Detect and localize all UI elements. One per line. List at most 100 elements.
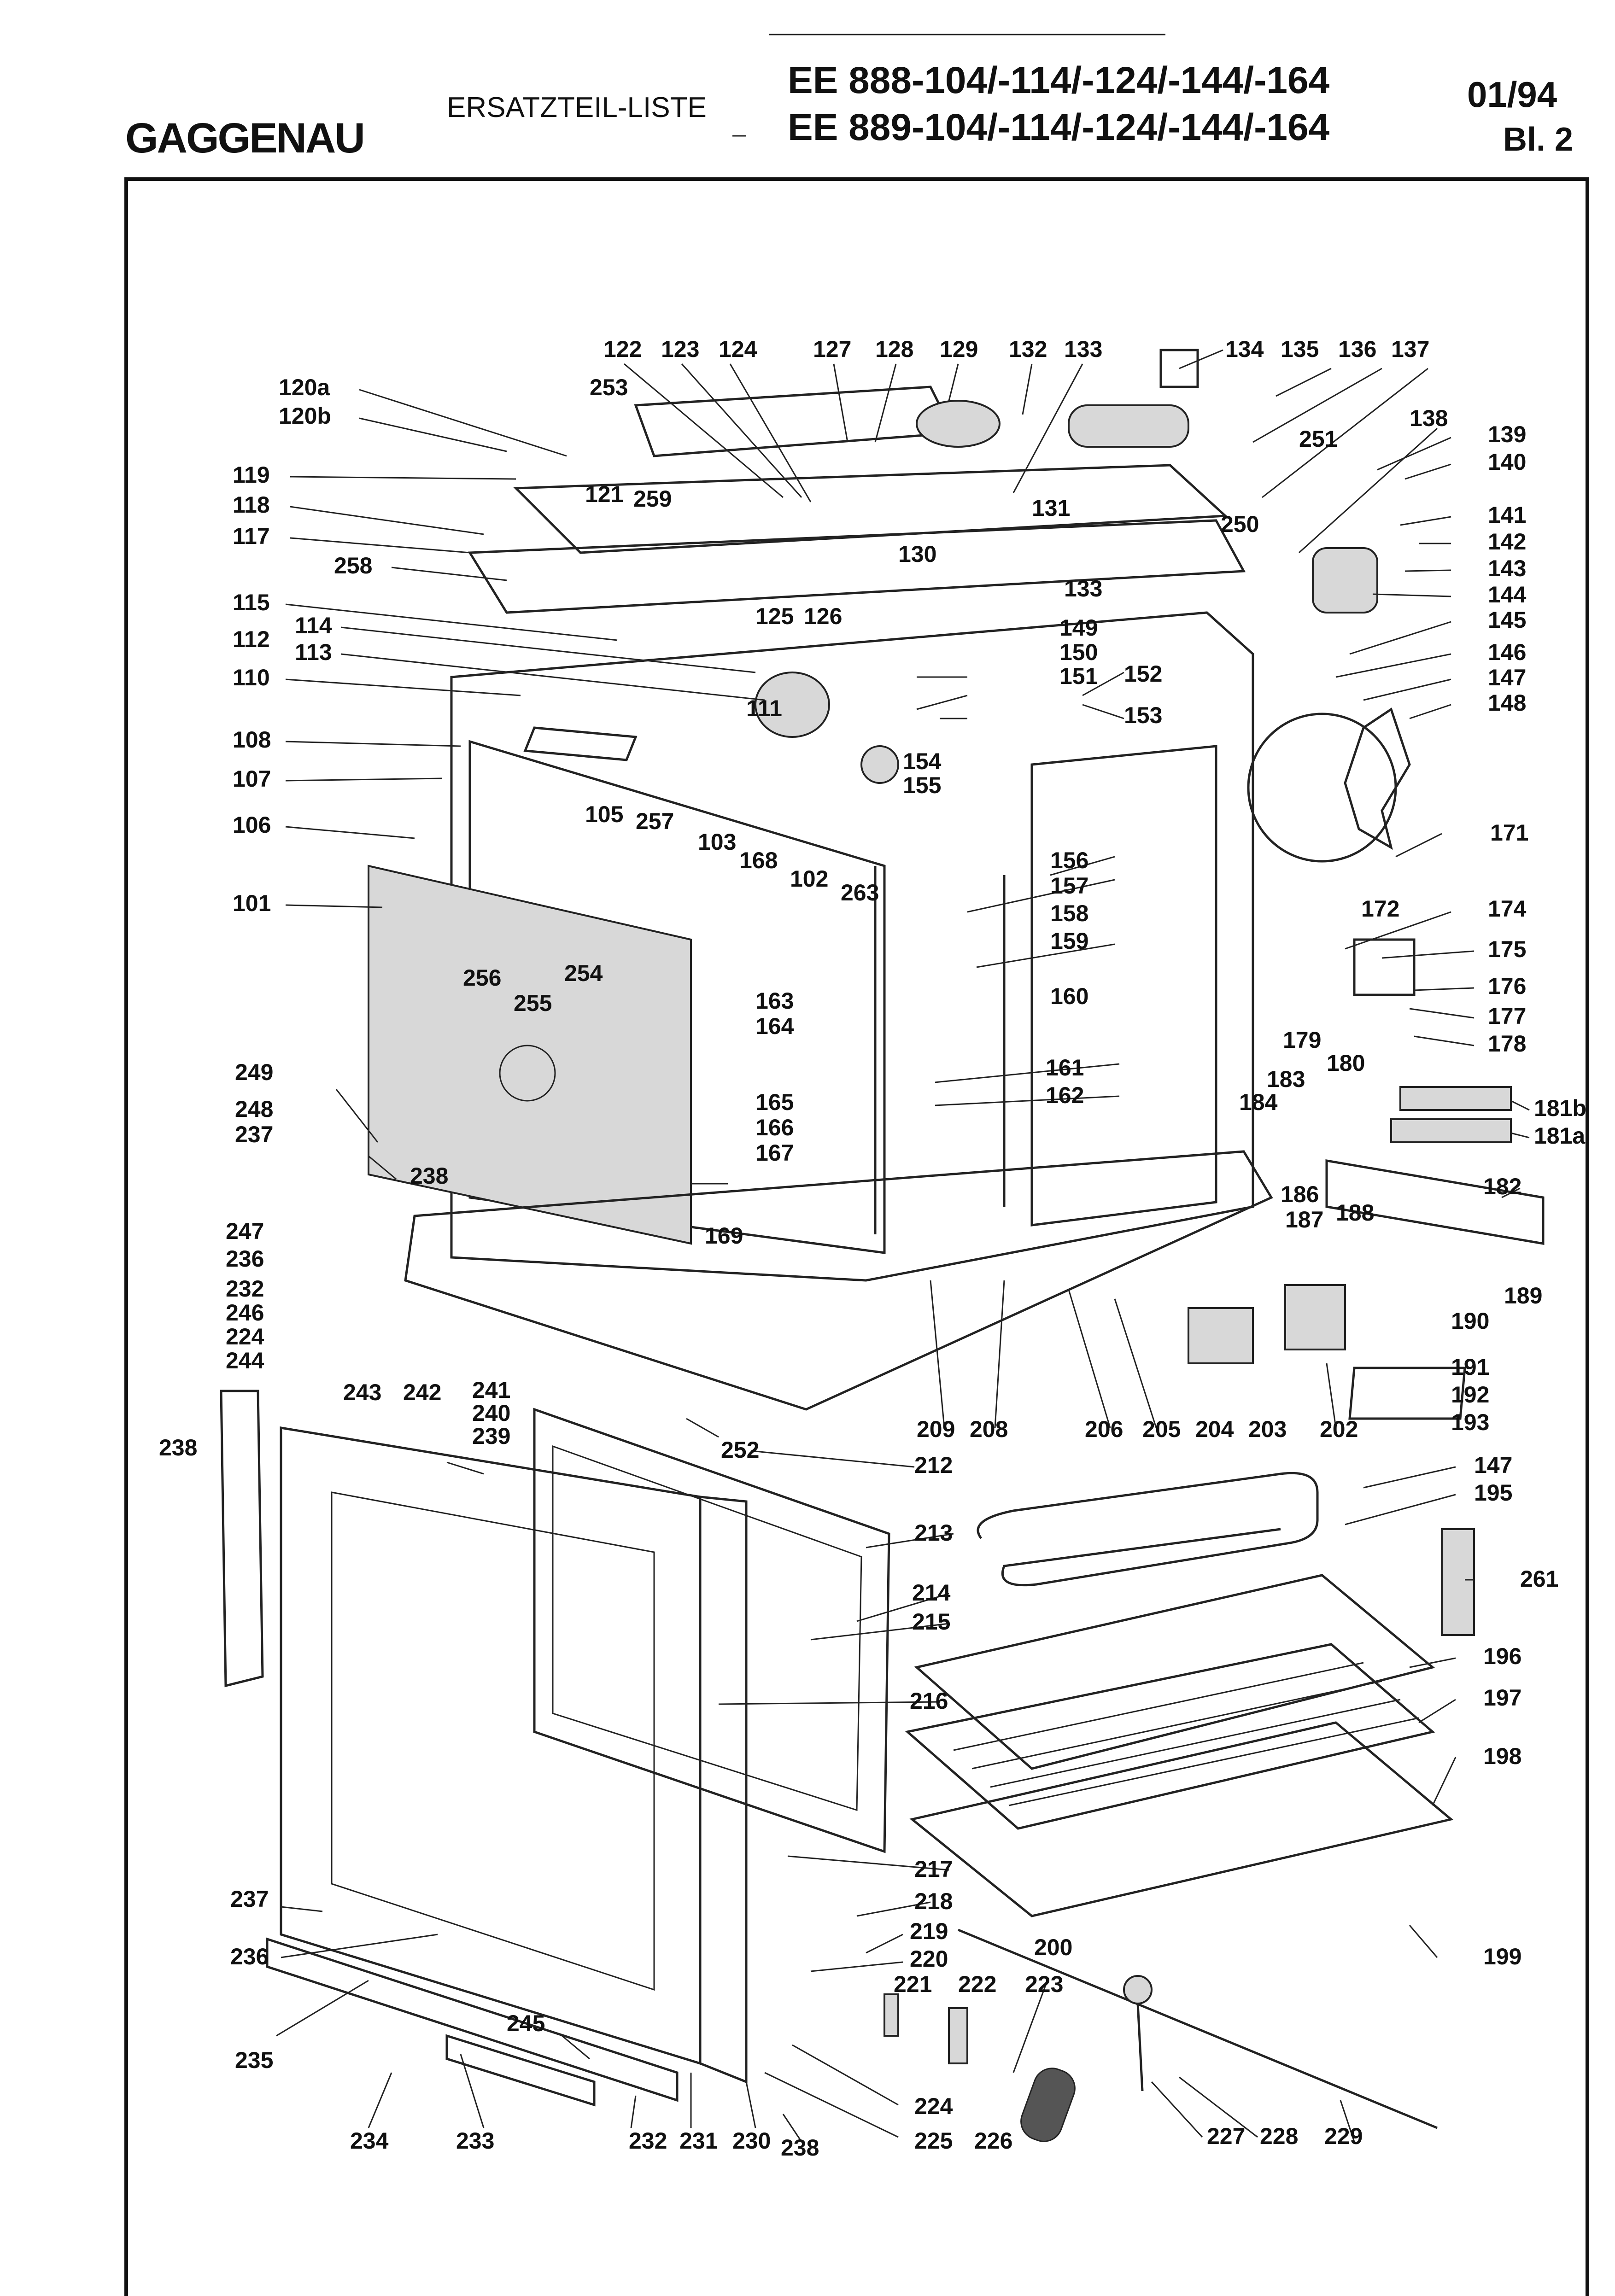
callout-125: 125 [755, 603, 794, 629]
callout-199: 199 [1483, 1944, 1521, 1969]
part-drawings [220, 349, 1545, 2142]
callout-115: 115 [233, 590, 270, 615]
callout-177: 177 [1488, 1003, 1526, 1029]
callout-219: 219 [910, 1918, 948, 1944]
callout-221: 221 [894, 1971, 932, 1997]
callout-166: 166 [755, 1115, 794, 1140]
callout-179: 179 [1283, 1027, 1321, 1053]
baking-tray [914, 1574, 1435, 1770]
callout-189: 189 [1504, 1283, 1542, 1309]
callout-106: 106 [233, 812, 271, 838]
callout-218: 218 [914, 1888, 953, 1914]
callout-127: 127 [813, 336, 851, 362]
callout-241: 241 [472, 1377, 510, 1403]
issue-date: 01/94 [1467, 74, 1557, 115]
callout-193: 193 [1451, 1409, 1489, 1435]
callout-238: 238 [410, 1163, 448, 1189]
callout-258: 258 [334, 553, 372, 578]
callout-225: 225 [914, 2128, 953, 2154]
callout-160: 160 [1050, 983, 1088, 1009]
callout-198: 198 [1483, 1743, 1521, 1769]
callout-203: 203 [1248, 1416, 1287, 1442]
callout-191: 191 [1451, 1354, 1489, 1380]
callout-146: 146 [1488, 639, 1526, 665]
callout-190: 190 [1451, 1308, 1489, 1334]
callout-232: 232 [226, 1276, 264, 1302]
knob-insert [884, 1993, 899, 2037]
cavity-rails [874, 866, 1006, 1234]
thermostat-knob [860, 745, 899, 784]
callout-227: 227 [1207, 2123, 1245, 2149]
callout-209: 209 [917, 1416, 955, 1442]
callout-107: 107 [233, 766, 271, 792]
model-line-1: EE 888-104/-114/-124/-144/-164 [788, 59, 1330, 101]
callout-220: 220 [910, 1946, 948, 1972]
door-hinge-rail [220, 1390, 264, 1688]
callout-226: 226 [974, 2128, 1012, 2154]
callout-229: 229 [1324, 2123, 1363, 2149]
fan-motor [916, 400, 1001, 448]
callout-256: 256 [463, 965, 501, 991]
list-title: ERSATZTEIL-LISTE [447, 92, 707, 123]
callout-164: 164 [755, 1013, 794, 1039]
callout-234: 234 [350, 2128, 389, 2154]
callout-192: 192 [1451, 1382, 1489, 1408]
diagram-frame [124, 177, 1589, 2296]
callout-108: 108 [233, 727, 271, 753]
callout-167: 167 [755, 1140, 794, 1166]
callout-102: 102 [790, 866, 828, 892]
callout-123: 123 [661, 336, 699, 362]
callout-176: 176 [1488, 973, 1526, 999]
callout-261: 261 [1520, 1566, 1558, 1592]
cross-flow-fan [1068, 404, 1189, 448]
callout-182: 182 [1483, 1174, 1521, 1199]
callout-144: 144 [1488, 582, 1527, 608]
callout-244: 244 [226, 1348, 264, 1373]
callout-138: 138 [1410, 405, 1448, 431]
callout-253: 253 [590, 374, 628, 400]
callout-255: 255 [514, 990, 552, 1016]
callout-147-lower: 147 [1474, 1452, 1512, 1478]
callout-223: 223 [1025, 1971, 1063, 1997]
callout-239: 239 [472, 1423, 510, 1449]
callout-118: 118 [233, 492, 270, 518]
door-lock-switch [1188, 1307, 1254, 1364]
rear-panel [368, 865, 692, 1245]
callout-110: 110 [233, 665, 270, 690]
callout-131: 131 [1032, 495, 1070, 521]
callout-161: 161 [1046, 1055, 1084, 1081]
callout-197: 197 [1483, 1685, 1521, 1711]
callout-237-lower: 237 [230, 1886, 269, 1912]
callout-142: 142 [1488, 529, 1526, 555]
callout-101: 101 [233, 890, 271, 916]
top-element [523, 726, 638, 761]
element-clip [1441, 1528, 1475, 1636]
callout-174: 174 [1488, 896, 1527, 922]
callout-119: 119 [233, 462, 270, 488]
callout-114: 114 [295, 613, 332, 638]
callout-195: 195 [1474, 1480, 1512, 1506]
callout-165: 165 [755, 1089, 794, 1115]
callout-147: 147 [1488, 665, 1526, 690]
callout-145: 145 [1488, 607, 1526, 633]
callout-128: 128 [875, 336, 913, 362]
callout-159: 159 [1050, 928, 1088, 954]
callout-238-left: 238 [159, 1435, 197, 1461]
door-handle-bar [445, 2034, 596, 2107]
callout-183: 183 [1267, 1066, 1305, 1092]
callout-217: 217 [914, 1856, 953, 1882]
oven-rack [905, 1643, 1435, 1830]
callout-112: 112 [233, 626, 270, 652]
callout-120a: 120a [279, 374, 330, 400]
switch-block [1353, 938, 1416, 996]
callout-222: 222 [958, 1971, 996, 1997]
callout-148: 148 [1488, 690, 1526, 716]
callout-156: 156 [1050, 847, 1088, 873]
door-inner-frame [533, 1408, 890, 1853]
callout-178: 178 [1488, 1031, 1526, 1057]
callout-171: 171 [1490, 820, 1528, 846]
callout-135: 135 [1281, 336, 1319, 362]
callout-181b: 181b [1534, 1095, 1586, 1121]
callout-172: 172 [1361, 896, 1399, 922]
